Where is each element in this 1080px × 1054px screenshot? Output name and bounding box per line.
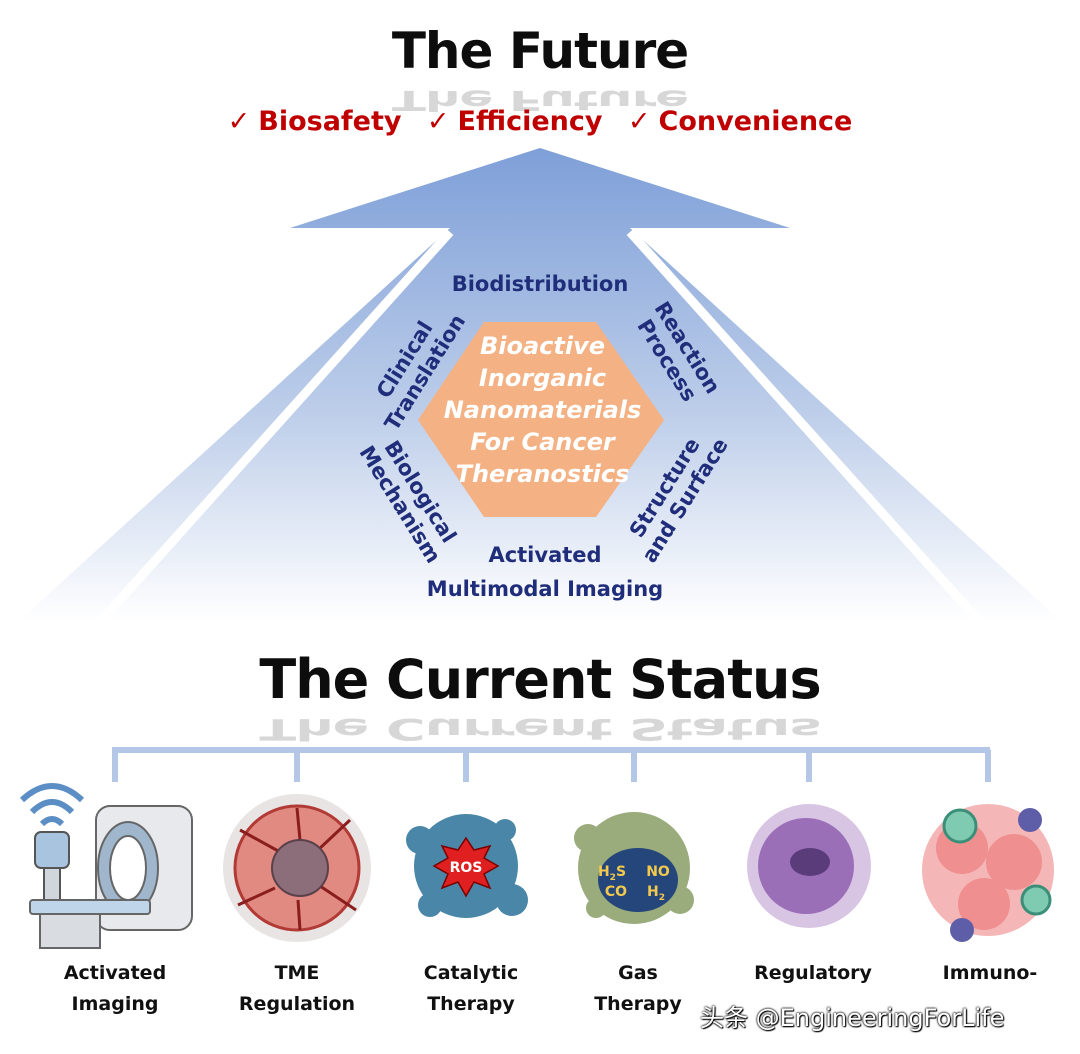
- item-label-line: Imaging: [71, 993, 159, 1015]
- gas-h2-label: H2: [647, 884, 665, 903]
- center-line: Bioactive: [479, 332, 606, 360]
- center-line: Inorganic: [478, 364, 607, 392]
- hexagon-center-text: Bioactive Inorganic Nanomaterials For Ca…: [410, 330, 675, 490]
- item-label-line: Catalytic: [423, 962, 519, 984]
- current-status-title-reflection: The Current Status: [259, 713, 821, 747]
- gas-no-label: NO: [646, 864, 670, 880]
- status-bracket: [112, 747, 991, 782]
- mri-scanner-icon: [19, 783, 193, 949]
- item-label-line: Therapy: [427, 993, 515, 1015]
- immune-cells-icon: [922, 804, 1054, 942]
- regulatory-cell-icon: [747, 804, 871, 928]
- benefit-efficiency: ✓Efficiency: [427, 106, 603, 137]
- ros-badge: ROS: [450, 860, 483, 876]
- tumor-icon: [223, 794, 371, 942]
- item-regulatory: Regulatory: [728, 958, 898, 989]
- item-label-line: Gas: [618, 962, 658, 984]
- aspect-line: Multimodal Imaging: [426, 577, 664, 601]
- center-line: Theranostics: [455, 460, 630, 488]
- watermark: 头条 @EngineeringForLife: [700, 1004, 1005, 1032]
- center-line: For Cancer: [470, 428, 615, 456]
- future-title: The Future: [391, 22, 689, 80]
- benefit-label: Biosafety: [258, 106, 402, 137]
- item-label-line: Regulatory: [754, 962, 872, 984]
- benefit-label: Convenience: [658, 106, 853, 137]
- gas-co-label: CO: [605, 884, 627, 900]
- checkmark-icon: ✓: [227, 106, 251, 137]
- arrow-right-lane: [626, 228, 984, 626]
- item-activated-imaging: Activated Imaging: [30, 958, 200, 1020]
- item-label-line: Activated: [63, 962, 167, 984]
- current-status-title: The Current Status: [259, 648, 821, 711]
- item-label-line: TME: [274, 962, 320, 984]
- item-immuno: Immuno-: [905, 958, 1075, 989]
- item-gas-therapy: Gas Therapy: [553, 958, 723, 1020]
- benefit-list: ✓Biosafety ✓Efficiency ✓Convenience: [0, 106, 1080, 137]
- item-tme-regulation: TME Regulation: [212, 958, 382, 1020]
- item-label-line: Immuno-: [942, 962, 1038, 984]
- aspect-biodistribution: Biodistribution: [451, 272, 629, 296]
- center-line: Nanomaterials: [443, 396, 642, 424]
- checkmark-icon: ✓: [426, 106, 450, 137]
- central-hexagon: [418, 322, 664, 517]
- aspect-line: Activated: [488, 543, 602, 567]
- item-label-line: Therapy: [594, 993, 682, 1015]
- item-catalytic-therapy: Catalytic Therapy: [386, 958, 556, 1020]
- aspect-activated-imaging: Activated Multimodal Imaging: [400, 538, 690, 606]
- checkmark-icon: ✓: [627, 106, 651, 137]
- benefit-label: Efficiency: [457, 106, 603, 137]
- gas-h2s-label: H2S: [598, 864, 626, 883]
- benefit-biosafety: ✓Biosafety: [228, 106, 402, 137]
- arrow-left-lane: [96, 228, 454, 626]
- catalytic-icon: [406, 814, 528, 918]
- benefit-convenience: ✓Convenience: [628, 106, 852, 137]
- gas-icon: [574, 812, 694, 924]
- item-label-line: Regulation: [238, 993, 356, 1015]
